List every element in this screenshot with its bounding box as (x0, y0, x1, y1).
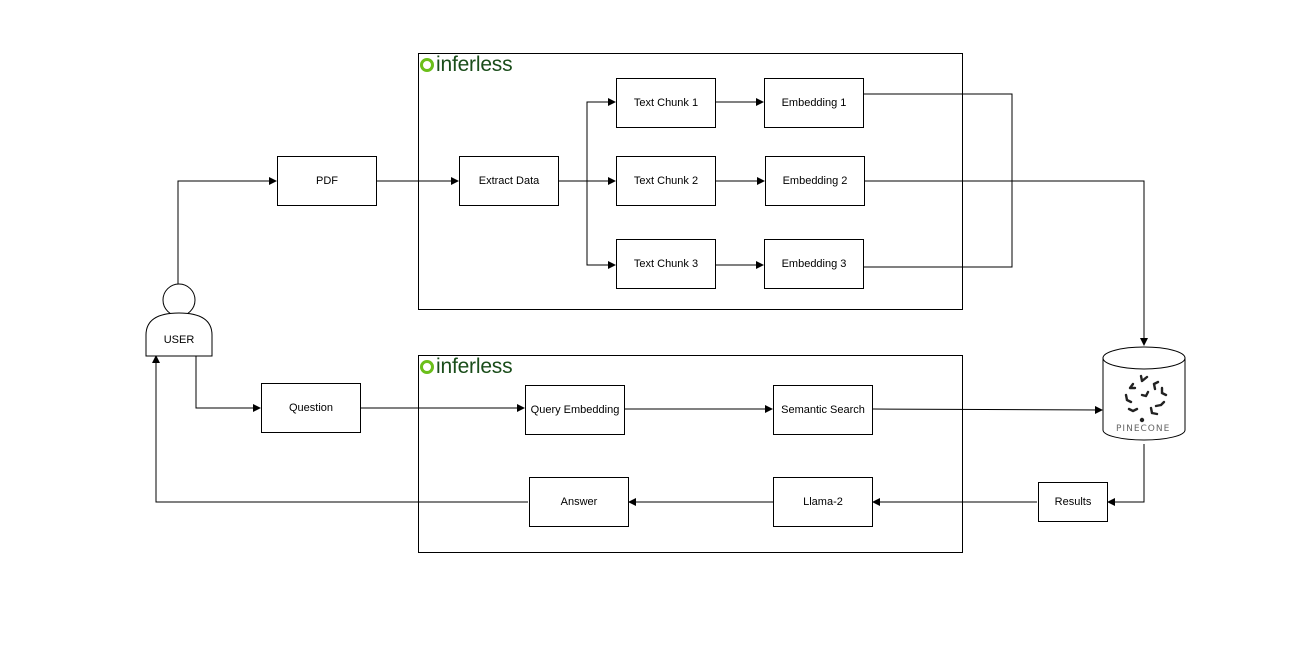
pinecone-label: PINECONE (1116, 424, 1171, 434)
inferless-ingest-group (418, 53, 963, 310)
text-chunk-2-node: Text Chunk 2 (616, 156, 716, 206)
embedding-2-node: Embedding 2 (765, 156, 865, 206)
text-chunk-3-node: Text Chunk 3 (616, 239, 716, 289)
results-node: Results (1038, 482, 1108, 522)
embedding-3-node: Embedding 3 (764, 239, 864, 289)
edge-semantic-pinecone (872, 405, 1103, 414)
brand-name: inferless (436, 53, 513, 76)
pdf-node: PDF (277, 156, 377, 206)
pinecone-logo-icon (1124, 374, 1168, 416)
edge-answer-user (152, 355, 528, 503)
inferless-logo-top: inferless (420, 53, 513, 77)
answer-node: Answer (529, 477, 629, 527)
edge-extract-chunk1 (586, 98, 616, 181)
pinecone-database (1102, 346, 1186, 441)
inferless-logo-icon (420, 58, 434, 72)
inferless-logo-bottom: inferless (420, 355, 513, 379)
embedding-1-node: Embedding 1 (764, 78, 864, 128)
query-embedding-node: Query Embedding (525, 385, 625, 435)
user-label: USER (163, 334, 195, 346)
edge-user-pdf (177, 177, 277, 285)
question-node: Question (261, 383, 361, 433)
edge-user-question (195, 356, 261, 412)
semantic-search-node: Semantic Search (773, 385, 873, 435)
edge-extract-chunk3 (586, 181, 616, 269)
inferless-query-group (418, 355, 963, 553)
inferless-logo-icon (420, 360, 434, 374)
user-icon (145, 283, 213, 357)
extract-data-node: Extract Data (459, 156, 559, 206)
llama-2-node: Llama-2 (773, 477, 873, 527)
edge-pinecone-results (1107, 444, 1145, 506)
text-chunk-1-node: Text Chunk 1 (616, 78, 716, 128)
brand-name: inferless (436, 355, 513, 378)
edge-emb2-pinecone (865, 180, 1148, 346)
